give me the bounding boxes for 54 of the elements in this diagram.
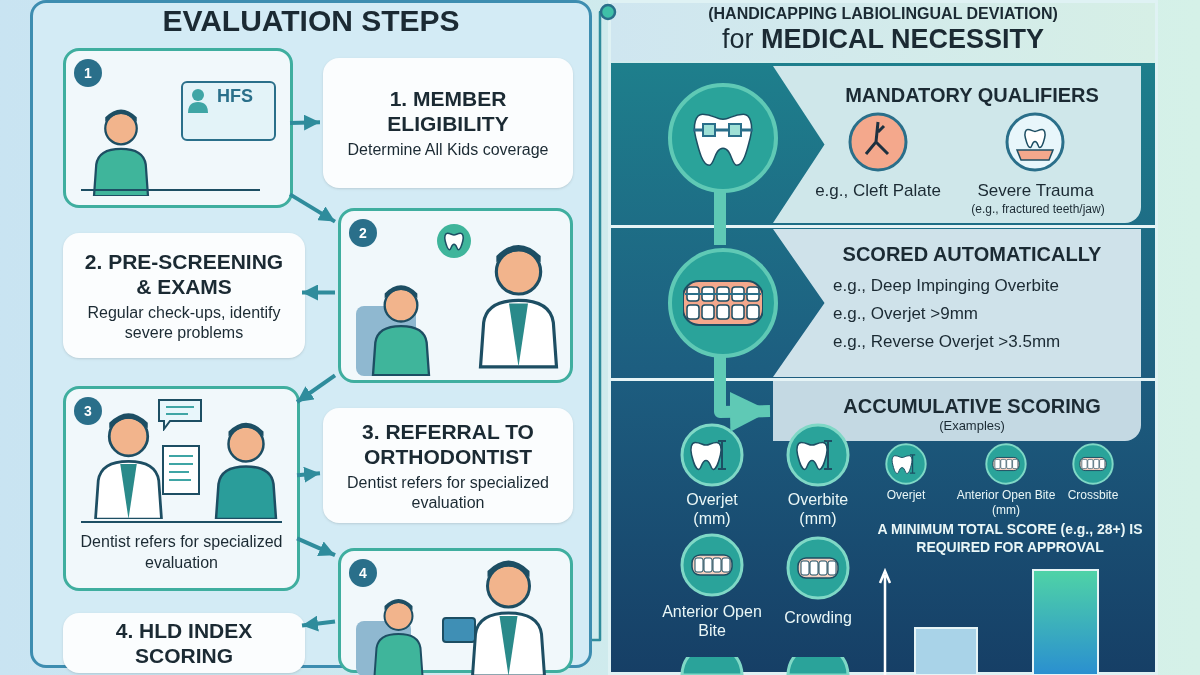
arrow — [289, 114, 321, 131]
score-item-label: Overjet — [885, 488, 927, 503]
step-title: 1. MEMBER ELIGIBILITY — [386, 86, 510, 136]
step-description: Dentist refers for specialized evaluation — [346, 472, 550, 513]
step-number-badge: 4 — [349, 559, 377, 587]
score-item-label: Overjet (mm) — [685, 490, 739, 528]
band-subheading: (Examples) — [938, 417, 1006, 435]
qualifier-note: (e.g., fractured teeth/jaw) — [970, 201, 1106, 218]
arrow — [302, 284, 335, 301]
step-card — [323, 408, 573, 523]
illustration-card — [338, 548, 573, 673]
score-item-label: Anterior Open Bite (mm) — [955, 488, 1057, 518]
band-heading: ACCUMULATIVE SCORING — [842, 394, 1102, 419]
score-item-label: Anterior Open Bite — [662, 602, 762, 640]
band-heading: SCORED AUTOMATICALLY — [841, 242, 1103, 267]
connector-line — [714, 190, 726, 245]
step-title: 4. HLD INDEX SCORING — [114, 618, 254, 668]
arrow — [296, 466, 321, 483]
score-item-label: Overbite (mm) — [786, 490, 850, 528]
step-number-badge: 2 — [349, 219, 377, 247]
arrow — [288, 192, 337, 224]
requirement-note: A MINIMUM TOTAL SCORE (e.g., 28+) IS REQUIRED FOR APPROVAL — [876, 520, 1144, 556]
panel-heading: (HANDICAPPING LABIOLINGUAL DEVIATION) — [707, 5, 1059, 23]
score-item-label: Crowding — [783, 608, 853, 627]
step-number-badge: 3 — [74, 397, 102, 425]
step-description: Determine All Kids coverage — [347, 140, 549, 160]
illustration-card — [63, 48, 293, 208]
scoring-band — [773, 381, 1141, 441]
example-text: e.g., Overjet >9mm — [833, 303, 980, 325]
section-title: EVALUATION STEPS — [161, 3, 461, 39]
step-description: Regular check-ups, identify severe problems — [86, 302, 282, 343]
scoring-band — [773, 229, 1141, 377]
step-card — [63, 233, 305, 358]
illustration-card — [63, 386, 300, 591]
step-card — [63, 613, 305, 673]
example-text: e.g., Deep Impinging Overbite — [833, 275, 1060, 297]
step-title: 3. REFERRAL TO ORTHODONTIST — [361, 418, 535, 469]
illustration-card — [338, 208, 573, 383]
qualifier-label: e.g., Cleft Palate — [814, 180, 942, 202]
step-card — [323, 58, 573, 188]
card-label: HFS — [217, 87, 253, 105]
arrow — [714, 355, 771, 432]
step-number-badge: 1 — [74, 59, 102, 87]
panel-heading: for MEDICAL NECESSITY — [720, 23, 1046, 55]
score-item-label: Crossbite — [1066, 488, 1120, 503]
arrow — [295, 373, 337, 404]
step-title: 2. PRE-SCREENING & EXAMS — [83, 248, 285, 299]
qualifier-band — [773, 66, 1141, 223]
arrow — [301, 615, 336, 632]
qualifier-label: Severe Trauma — [976, 180, 1095, 202]
step-caption: Dentist refers for specialized evaluation — [79, 532, 284, 573]
example-text: e.g., Reverse Overjet >3.5mm — [833, 331, 1062, 353]
band-heading: MANDATORY QUALIFIERS — [844, 83, 1100, 108]
arrow — [296, 536, 336, 558]
